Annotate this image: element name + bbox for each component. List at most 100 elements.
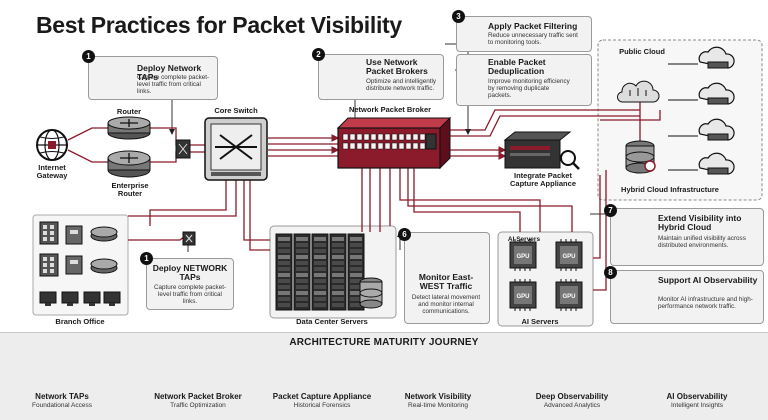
data-center-label: Data Center Servers xyxy=(296,317,368,326)
step-number-badge: 6 xyxy=(398,228,411,241)
npb-port xyxy=(419,142,426,150)
npb-port xyxy=(363,133,370,141)
npb-port xyxy=(377,133,384,141)
npb-port xyxy=(398,142,405,150)
npb-port xyxy=(384,133,391,141)
step-number-badge: 3 xyxy=(452,10,465,23)
desktop-computer-icon xyxy=(61,291,79,304)
step-title: Enable Packet Deduplication xyxy=(488,57,546,76)
callout-deploy-network-taps xyxy=(146,258,234,310)
router-icon xyxy=(107,116,151,140)
step-description: Capture complete packet-level traffic fr… xyxy=(137,74,210,95)
step-description: Detect lateral movement and monitor inte… xyxy=(411,294,481,315)
npb-port xyxy=(391,142,398,150)
internet-globe-icon xyxy=(36,129,68,161)
npb-port xyxy=(405,142,412,150)
step-title: Deploy Network TAPs xyxy=(137,63,202,82)
journey-stage-sub: Real-time Monitoring xyxy=(408,402,468,409)
npb-port xyxy=(349,142,356,150)
journey-stage-sub: Foundational Access xyxy=(32,402,92,409)
cloud-server-icon xyxy=(707,167,729,175)
building-icon xyxy=(65,255,83,275)
npb-port xyxy=(342,142,349,150)
gpu-label: GPU xyxy=(516,254,529,260)
npb-port xyxy=(342,133,349,141)
step-title: Deploy NETWORK TAPs xyxy=(152,263,228,282)
callout-packet-brokers xyxy=(318,54,444,100)
data-center-racks xyxy=(275,233,365,311)
npb-port xyxy=(356,133,363,141)
journey-stage-sub: Historical Forensics xyxy=(293,402,351,409)
journey-stage-sub: Advanced Analytics xyxy=(543,402,601,409)
journey-stage-label: AI Observability xyxy=(666,392,728,401)
step-description: Maintain unified visibility across distr… xyxy=(658,235,746,249)
callout-hybrid-cloud xyxy=(610,208,764,266)
npb-port xyxy=(412,142,419,150)
step-description: Optimize and intelligently distribute ne… xyxy=(366,78,437,92)
maturity-journey-panel xyxy=(0,332,768,420)
step-number-badge: 1 xyxy=(140,252,153,265)
hybrid-cloud-label: Hybrid Cloud Infrastructure xyxy=(621,185,719,194)
step-title: Support AI Observability xyxy=(658,275,758,285)
page-title: Best Practices for Packet Visibility xyxy=(36,12,402,38)
gpu-label: GPU xyxy=(516,294,529,300)
callout-packet-filtering xyxy=(456,16,592,52)
npb-port xyxy=(349,133,356,141)
callout-deploy-taps xyxy=(88,56,218,100)
cloud-icons xyxy=(668,46,735,175)
cloud-server-icon xyxy=(707,97,729,105)
step-description: Capture complete packet-level traffic fr… xyxy=(153,284,227,305)
desktop-computer-icon xyxy=(39,291,57,304)
core-switch-icon xyxy=(204,117,268,181)
journey-stage-label: Network Visibility xyxy=(404,392,472,401)
desktop-computer-icon xyxy=(103,291,121,304)
step-title: Extend Visibility into Hybrid Cloud xyxy=(658,213,742,232)
internet-gateway-label: Internet Gateway xyxy=(36,163,68,180)
journey-stage-label: Deep Observability xyxy=(535,392,609,401)
journey-stage-label: Packet Capture Appliance xyxy=(272,392,372,401)
journey-stage-sub: Intelligent Insights xyxy=(670,402,724,409)
npb-port xyxy=(384,142,391,150)
npb-port xyxy=(370,133,377,141)
gpu-label: GPU xyxy=(562,294,575,300)
step-description: Reduce unnecessary traffic sent to monit… xyxy=(488,32,578,46)
capture-appliance-icon xyxy=(503,131,580,170)
npb-port xyxy=(363,142,370,150)
hybrid-cloud-icon xyxy=(616,80,660,103)
branch-office-icons xyxy=(39,221,121,306)
callout-east-west xyxy=(404,232,490,324)
cloud-database-icon xyxy=(625,140,656,174)
journey-stage-label: Network TAPs xyxy=(35,392,89,401)
npb-port xyxy=(412,133,419,141)
step-number-badge: 8 xyxy=(604,266,617,279)
npb-label: Network Packet Broker xyxy=(348,105,432,114)
desktop-computer-icon xyxy=(83,291,101,304)
capture-appliance-label: Integrate Packet Capture Appliance xyxy=(510,171,576,188)
step-description: Improve monitoring efficiency by removin… xyxy=(488,78,570,99)
npb-port xyxy=(356,142,363,150)
ai-servers-tag: AI Servers xyxy=(507,236,541,243)
storage-cylinder-icon xyxy=(359,277,383,309)
building-icon xyxy=(65,225,83,245)
npb-port xyxy=(377,142,384,150)
traffic-lines xyxy=(67,96,661,291)
branch-office-label: Branch Office xyxy=(55,317,105,326)
step-title: Use Network Packet Brokers xyxy=(366,57,428,76)
packet-broker-ports xyxy=(342,133,437,150)
enterprise-router-icon xyxy=(107,150,151,178)
npb-port xyxy=(370,142,377,150)
building-icon xyxy=(39,221,59,245)
step-number-badge: 7 xyxy=(604,204,617,217)
journey-stage-label: Network Packet Broker xyxy=(154,392,242,401)
public-cloud-label: Public Cloud xyxy=(619,47,665,56)
cloud-server-icon xyxy=(707,61,729,69)
npb-module xyxy=(425,133,437,150)
step-number-badge: 1 xyxy=(82,50,95,63)
journey-stage-sub: Traffic Optimization xyxy=(170,402,226,409)
step-title: Apply Packet Filtering xyxy=(488,21,578,31)
core-switch-label: Core Switch xyxy=(214,106,258,115)
cloud-server-icon xyxy=(707,133,729,141)
tap-device-icon-2 xyxy=(182,231,196,246)
